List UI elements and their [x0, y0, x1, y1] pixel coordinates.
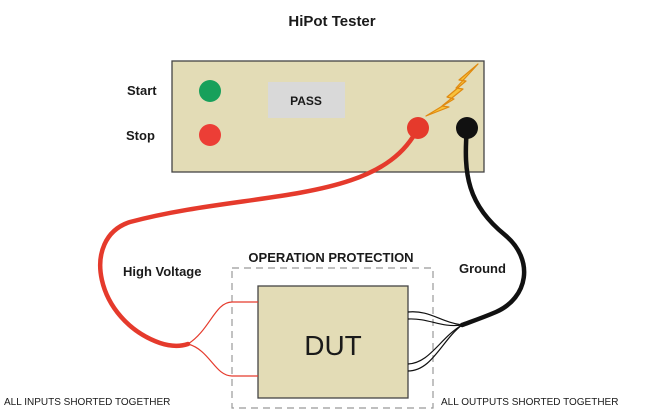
high-voltage-lead	[97, 125, 421, 348]
operation-protection-zone	[231, 267, 434, 409]
input-short-wire	[187, 301, 258, 345]
input-short-wire	[187, 343, 258, 377]
ground-lead	[459, 125, 527, 328]
high-voltage-label: High Voltage	[123, 264, 201, 279]
stop-button[interactable]	[199, 124, 221, 146]
inputs-note: ALL INPUTS SHORTED TOGETHER	[4, 397, 170, 408]
status-display	[268, 82, 345, 118]
high-voltage-terminal[interactable]	[407, 117, 429, 139]
output-short-wire	[407, 311, 463, 326]
stop-label: Stop	[126, 128, 155, 143]
dut-label: DUT	[304, 330, 362, 361]
outputs-note: ALL OUTPUTS SHORTED TOGETHER	[441, 397, 618, 408]
dut-box	[257, 285, 409, 399]
output-short-wire	[407, 324, 463, 372]
start-button[interactable]	[199, 80, 221, 102]
diagram-title: HiPot Tester	[288, 13, 375, 30]
output-short-wire	[407, 318, 463, 327]
output-short-wire	[407, 324, 463, 365]
start-label: Start	[127, 83, 157, 98]
status-text: PASS	[290, 94, 322, 108]
high-voltage-warning-icon	[425, 63, 479, 117]
ground-terminal[interactable]	[456, 117, 478, 139]
ground-label: Ground	[459, 261, 506, 276]
operation-protection-label: OPERATION PROTECTION	[248, 250, 413, 265]
